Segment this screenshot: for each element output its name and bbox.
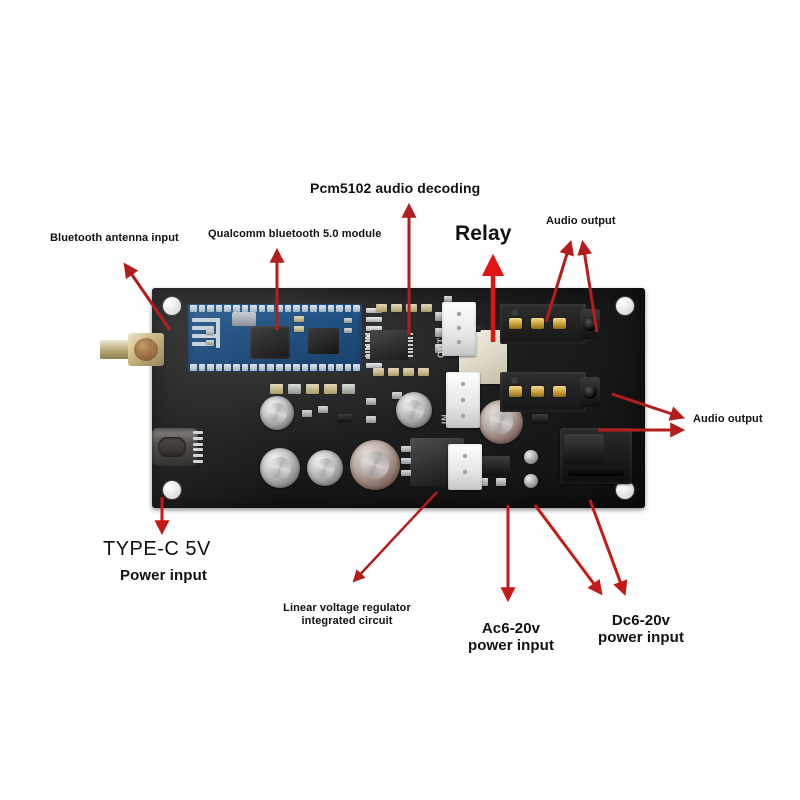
smd-part	[376, 304, 387, 312]
smd-part	[344, 328, 352, 333]
bluetooth-soc-chip	[250, 326, 290, 359]
electrolytic-capacitor	[350, 440, 400, 490]
smd-part	[206, 330, 214, 335]
label-ac6-20v: Ac6-20v	[481, 620, 541, 637]
dc-barrel-jack	[560, 428, 632, 484]
mounting-hole	[163, 481, 181, 499]
usb-c-pins	[193, 430, 203, 464]
smd-part	[478, 478, 488, 486]
electrolytic-capacitor	[307, 450, 343, 486]
smd-part	[366, 398, 376, 405]
silkscreen-out: OUT	[436, 337, 446, 359]
audio-jack-in	[500, 372, 600, 412]
label-linear-regulator-line2: integrated circuit	[301, 614, 393, 627]
electrolytic-capacitor	[396, 392, 432, 428]
electrolytic-capacitor	[260, 448, 300, 488]
smd-part	[294, 326, 304, 332]
via-pad	[524, 474, 538, 488]
smd-part	[366, 416, 376, 423]
smd-part	[318, 406, 328, 413]
smd-part	[421, 304, 432, 312]
smd-part	[338, 414, 352, 422]
label-linear-regulator-line1: Linear voltage regulator	[283, 602, 411, 614]
sma-center-pin	[134, 338, 158, 361]
jack-marking	[511, 309, 518, 316]
smd-part	[288, 384, 301, 394]
rectifier-chip	[482, 456, 510, 474]
label-relay: Relay	[455, 222, 512, 245]
mounting-hole	[616, 481, 634, 499]
shield-can	[232, 312, 256, 326]
smd-part	[435, 344, 447, 353]
audio-jack-out	[500, 304, 600, 344]
usb-c-power-port	[152, 428, 203, 466]
arrow-dc-power-input-right	[588, 499, 628, 596]
smd-part	[388, 368, 399, 376]
jack-contacts	[509, 386, 566, 397]
module-pads-top	[190, 305, 360, 312]
flash-memory-chip	[308, 328, 339, 354]
label-dc6-20v: Dc6-20v	[611, 612, 671, 629]
jst-connector-ac-power	[448, 444, 482, 490]
module-pads-bottom	[190, 364, 360, 371]
smd-part	[206, 340, 214, 345]
label-ac-power-input: power input	[467, 637, 555, 655]
smd-part	[344, 318, 352, 323]
label-linear-voltage-regulator: Linear voltage regulator integrated circ…	[272, 602, 422, 627]
arrow-dc-power-input-left	[533, 504, 603, 596]
label-dc6-20v-power-input: Dc6-20v power input	[570, 612, 712, 647]
label-audio-output-top: Audio output	[546, 215, 616, 227]
smd-part	[342, 384, 355, 394]
sma-barrel	[100, 340, 134, 359]
qualcomm-bluetooth-module	[188, 304, 362, 372]
jack-socket	[580, 309, 600, 339]
smd-part	[373, 368, 384, 376]
jst-connector-in	[446, 372, 480, 428]
label-type-c-5v: TYPE-C 5V	[103, 538, 211, 560]
chip-pins	[408, 332, 413, 358]
smd-part	[294, 316, 304, 322]
smd-part	[418, 368, 429, 376]
jst-connector-out	[442, 302, 476, 356]
label-audio-output-right: Audio output	[693, 413, 763, 425]
pcb-board: OUT IN	[100, 288, 645, 508]
label-qualcomm-bluetooth-module: Qualcomm bluetooth 5.0 module	[208, 228, 382, 240]
chip-pins	[365, 332, 370, 358]
mounting-hole	[616, 297, 634, 315]
jack-marking	[511, 377, 518, 384]
label-ac6-20v-power-input: Ac6-20v power input	[440, 620, 582, 655]
via-pad	[524, 450, 538, 464]
pcb-antenna-trace	[192, 318, 222, 352]
smd-part	[306, 384, 319, 394]
pcm5102-dac-chip	[365, 330, 413, 360]
jack-contacts	[509, 318, 566, 329]
smd-part	[392, 392, 402, 399]
electrolytic-capacitor	[260, 396, 294, 430]
regulator-pins	[401, 443, 411, 479]
smd-part	[270, 384, 283, 394]
smd-part	[435, 312, 447, 321]
smd-part	[324, 384, 337, 394]
smd-part	[403, 368, 414, 376]
label-bluetooth-antenna-input: Bluetooth antenna input	[50, 232, 179, 244]
smd-part	[444, 296, 452, 302]
label-pcm5102-audio-decoding: Pcm5102 audio decoding	[310, 180, 481, 196]
smd-part	[435, 328, 447, 337]
smd-part	[496, 478, 506, 486]
smd-part	[532, 414, 548, 423]
label-dc-power-input: power input	[597, 629, 685, 647]
label-power-input: Power input	[120, 567, 207, 584]
smd-part	[302, 410, 312, 417]
jack-socket	[580, 377, 600, 407]
smd-part	[406, 304, 417, 312]
sma-antenna-connector	[100, 332, 164, 366]
smd-part	[391, 304, 402, 312]
mounting-hole	[163, 297, 181, 315]
silkscreen-in: IN	[440, 414, 450, 424]
